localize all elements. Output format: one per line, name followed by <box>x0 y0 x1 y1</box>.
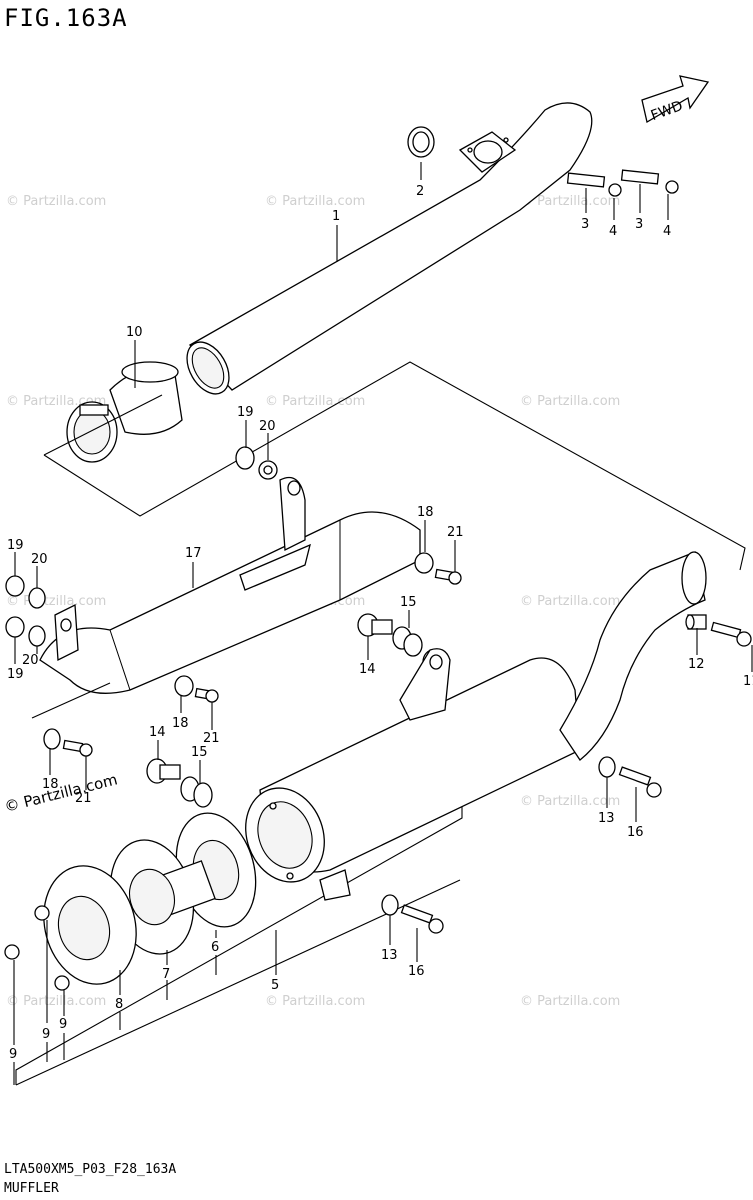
watermark: © Partzilla.com <box>6 594 106 609</box>
callout: 19 <box>7 667 24 682</box>
watermark: © Partzilla.com <box>520 794 620 809</box>
callout: 19 <box>7 538 24 553</box>
callout: 6 <box>211 940 219 955</box>
end-cap-plate <box>43 865 137 985</box>
connector-pipe <box>66 361 183 463</box>
callout: 20 <box>22 653 39 668</box>
exhaust-gasket <box>407 126 435 158</box>
callout: 3 <box>581 217 589 232</box>
callout: 11 <box>743 674 753 689</box>
watermark: © Partzilla.com <box>520 994 620 1009</box>
callout: 15 <box>191 745 208 760</box>
callout: 1 <box>332 209 340 224</box>
callout-labels: 1 2 3 4 3 4 10 19 20 17 18 21 19 20 19 2… <box>7 184 753 1062</box>
mount-bolt-right <box>685 614 752 647</box>
callout: 21 <box>75 791 92 806</box>
washers-left <box>5 575 46 647</box>
callout: 13 <box>598 811 615 826</box>
callout: 16 <box>627 825 644 840</box>
muffler-inlet-pipe <box>559 551 707 761</box>
muffler-bolt-lower <box>381 894 444 934</box>
assembly-outline <box>43 394 163 456</box>
callout: 9 <box>9 1047 17 1062</box>
rubber-mount-lower <box>146 758 213 808</box>
watermark: © Partzilla.com <box>265 994 365 1009</box>
watermark: © Partzilla.com <box>265 194 365 209</box>
muffler-bolt-right <box>598 756 662 798</box>
end-cap-bolts <box>4 905 70 991</box>
callout: 14 <box>149 725 166 740</box>
assembly-outline <box>15 805 463 1085</box>
shield-bolt-right <box>414 552 462 585</box>
assembly-outline <box>31 682 111 719</box>
callout: 4 <box>609 224 617 239</box>
figure-caption: MUFFLER <box>4 1181 59 1196</box>
callout: 15 <box>400 595 417 610</box>
shield-bolt-lower <box>43 728 93 757</box>
callout: 7 <box>162 967 170 982</box>
callout: 2 <box>416 184 424 199</box>
callout: 16 <box>408 964 425 979</box>
callout: 9 <box>42 1027 50 1042</box>
muffler-body <box>245 648 581 901</box>
watermark: © Partzilla.com <box>520 194 620 209</box>
callout: 20 <box>31 552 48 567</box>
callout: 21 <box>447 525 464 540</box>
callout: 18 <box>172 716 189 731</box>
watermark: © Partzilla.com <box>6 994 106 1009</box>
callout: 8 <box>115 997 123 1012</box>
callout: 19 <box>237 405 254 420</box>
watermark-strong: © Partzilla.com <box>3 770 120 815</box>
stud-bolts <box>566 169 679 197</box>
callout: 20 <box>259 419 276 434</box>
washers-upper <box>235 446 278 480</box>
callout: 4 <box>663 224 671 239</box>
watermark: © Partzilla.com <box>265 394 365 409</box>
callout: 14 <box>359 662 376 677</box>
callout: 3 <box>635 217 643 232</box>
assembly-outline <box>43 361 746 571</box>
watermark: © Partzilla.com <box>520 594 620 609</box>
leader-lines <box>13 162 753 1085</box>
figure-code: LTA500XM5_P03_F28_163A <box>4 1162 177 1177</box>
callout: 12 <box>688 657 705 672</box>
heat-shield <box>39 476 421 694</box>
figure-title: FIG.163A <box>4 4 128 32</box>
watermark: © Partzilla.com <box>6 194 106 209</box>
callout: 18 <box>42 777 59 792</box>
callout: 21 <box>203 731 220 746</box>
callout: 13 <box>381 948 398 963</box>
watermark: © Partzilla.com <box>520 394 620 409</box>
callout: 5 <box>271 978 279 993</box>
callout: 17 <box>185 546 202 561</box>
exhaust-pipe <box>186 102 593 395</box>
callout: 10 <box>126 325 143 340</box>
fwd-arrow-icon: FWD <box>641 75 710 124</box>
callout: 18 <box>417 505 434 520</box>
callout: 9 <box>59 1017 67 1032</box>
